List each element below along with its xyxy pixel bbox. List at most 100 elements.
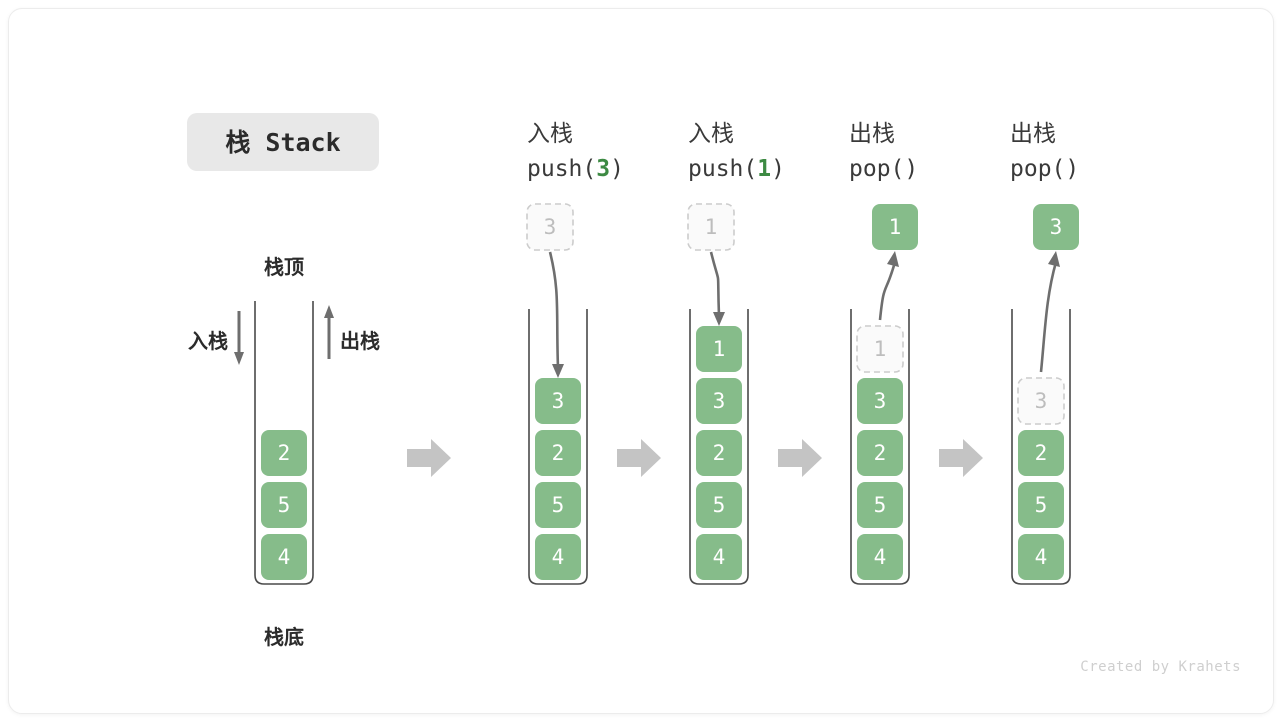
stack-item-value: 5 [1035, 493, 1048, 517]
stack-item-box [535, 482, 581, 528]
floating-box [1033, 204, 1079, 250]
stack-item-value: 3 [713, 389, 726, 413]
call-suffix: ) [610, 156, 624, 182]
stack-item: 2 [535, 430, 581, 476]
step-stack-container [528, 309, 588, 585]
stack-item-box [696, 326, 742, 372]
arrow-head [713, 312, 725, 326]
push-direction-arrow-icon [234, 311, 244, 365]
stack-item-box [535, 534, 581, 580]
stack-item: 3 [696, 378, 742, 424]
stack-item-value: 2 [552, 441, 565, 465]
stack-item: 5 [535, 482, 581, 528]
stack-item-box [261, 430, 307, 476]
push-motion-arrow-icon [709, 251, 725, 326]
transition-arrow-icon [778, 439, 822, 477]
base-stack-group: 栈顶 栈底 入栈 出栈 254 [188, 256, 380, 649]
stack-item: 4 [696, 534, 742, 580]
arrow-shaft [709, 251, 721, 317]
steps-group: 入栈push(3)32543入栈push(1)132541出栈pop()3254… [526, 120, 1079, 585]
stack-item: 5 [696, 482, 742, 528]
stack-item: 2 [261, 430, 307, 476]
stack-item-box [535, 378, 581, 424]
stack-top-label: 栈顶 [264, 256, 304, 279]
stack-item: 2 [696, 430, 742, 476]
stack-item-value: 5 [713, 493, 726, 517]
transition-arrows-group [407, 439, 983, 477]
title-badge-bg [187, 113, 379, 171]
stack-item-value: 4 [552, 545, 565, 569]
stack-item: 3 [535, 378, 581, 424]
popped-slot-value: 3 [1035, 389, 1048, 413]
step-stack-container [1011, 309, 1071, 585]
floating-value: 1 [705, 215, 718, 239]
step-operation-call: push(1) [688, 156, 785, 182]
stack-item-value: 4 [1035, 545, 1048, 569]
arrow-head [887, 251, 899, 267]
incoming-value-ghost: 3 [526, 203, 574, 251]
push-motion-arrow-icon [548, 251, 564, 378]
step-operation-label: 出栈 [849, 120, 895, 146]
incoming-value-ghost: 1 [687, 203, 735, 251]
floating-value: 1 [889, 215, 902, 239]
stack-item-box [696, 482, 742, 528]
stack-item-value: 4 [874, 545, 887, 569]
stack-item: 4 [261, 534, 307, 580]
stack-item-value: 2 [874, 441, 887, 465]
step-operation-label: 入栈 [688, 120, 734, 146]
step-operation-call: pop() [1010, 156, 1079, 182]
title-label: 栈 Stack [225, 128, 340, 157]
stack-item-box [1018, 482, 1064, 528]
stack-item-box [535, 430, 581, 476]
transition-arrow-icon [407, 439, 451, 477]
stack-item-value: 4 [713, 545, 726, 569]
step-operation-call: push(3) [527, 156, 624, 182]
floating-value: 3 [1050, 215, 1063, 239]
popped-slot-ghost: 1 [856, 325, 904, 373]
stack-item-box [696, 534, 742, 580]
transition-arrow-icon [617, 439, 661, 477]
call-suffix: ) [771, 156, 785, 182]
pop-direction-arrow-icon [324, 305, 334, 359]
popped-slot-box [1017, 377, 1065, 425]
stack-item: 2 [857, 430, 903, 476]
step-operation-label: 入栈 [527, 120, 573, 146]
stack-item: 4 [535, 534, 581, 580]
arrow-shaft [1039, 261, 1058, 373]
step-operation-label: 出栈 [1010, 120, 1056, 146]
base-stack-items: 254 [261, 430, 307, 580]
floating-box [872, 204, 918, 250]
call-suffix: ) [904, 156, 918, 182]
call-argument: 1 [757, 156, 771, 182]
stack-item-box [696, 430, 742, 476]
stack-item-box [1018, 430, 1064, 476]
stack-bottom-label: 栈底 [264, 625, 304, 649]
stack-item-value: 1 [713, 337, 726, 361]
stack-item-box [261, 534, 307, 580]
step-column-1: 入栈 push(3) 3 2 5 4 3 [526, 120, 624, 585]
stack-item: 5 [857, 482, 903, 528]
push-direction-label: 入栈 [188, 330, 228, 353]
transition-arrow-icon [939, 439, 983, 477]
credit-label: Created by Krahets [1080, 659, 1241, 675]
stack-item-value: 5 [552, 493, 565, 517]
stack-item-value: 4 [278, 545, 291, 569]
arrow-head [1048, 251, 1060, 267]
popped-slot-ghost: 3 [1017, 377, 1065, 425]
floating-box [687, 203, 735, 251]
base-stack-container [254, 301, 314, 585]
title-badge: 栈 Stack [187, 113, 379, 171]
step-operation-call: pop() [849, 156, 918, 182]
arrow-shaft [878, 261, 897, 321]
pop-motion-arrow-icon [878, 251, 899, 321]
call-prefix: push( [688, 156, 757, 182]
popped-value-box: 3 [1033, 204, 1079, 250]
call-prefix: push( [527, 156, 596, 182]
stack-operations-diagram: 栈 Stack 栈顶 栈底 入栈 出栈 254 入栈push(3)32543入栈… [187, 113, 1241, 675]
floating-box [526, 203, 574, 251]
stack-item-box [857, 378, 903, 424]
stack-item-value: 3 [552, 389, 565, 413]
